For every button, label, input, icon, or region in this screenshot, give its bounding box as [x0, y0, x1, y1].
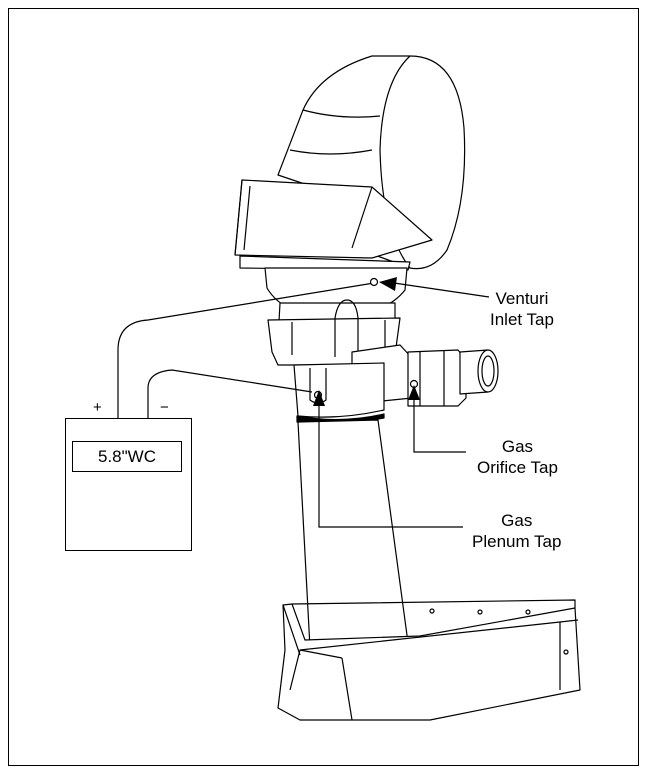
gas-orifice-tap-label: Gas Orifice Tap: [477, 437, 558, 477]
blower-housing: [277, 55, 466, 270]
orifice-leader-line: [413, 395, 466, 453]
plenum-leader-line: [318, 400, 463, 528]
venturi-tap-port: [369, 277, 379, 287]
plus-tube: [117, 282, 375, 418]
manometer: 5.8"WC: [65, 418, 192, 551]
plenum-arrowhead: [313, 390, 325, 406]
gas-plenum-tap-label: Gas Plenum Tap: [472, 511, 562, 551]
manometer-display: 5.8"WC: [72, 441, 182, 472]
orifice-arrowhead: [408, 385, 420, 400]
burner-tube: [297, 419, 412, 674]
air-damper: [234, 179, 433, 271]
gas-plenum: [293, 362, 385, 424]
plus-sign: +: [93, 399, 102, 416]
venturi-arrowhead: [379, 277, 397, 291]
mounting-base: [277, 599, 581, 721]
venturi-inlet-tap-label: Venturi Inlet Tap: [490, 289, 554, 329]
minus-tube: [147, 369, 313, 418]
venturi-leader-line: [393, 282, 490, 298]
manometer-tubing: [117, 282, 375, 418]
minus-sign: −: [160, 399, 169, 416]
